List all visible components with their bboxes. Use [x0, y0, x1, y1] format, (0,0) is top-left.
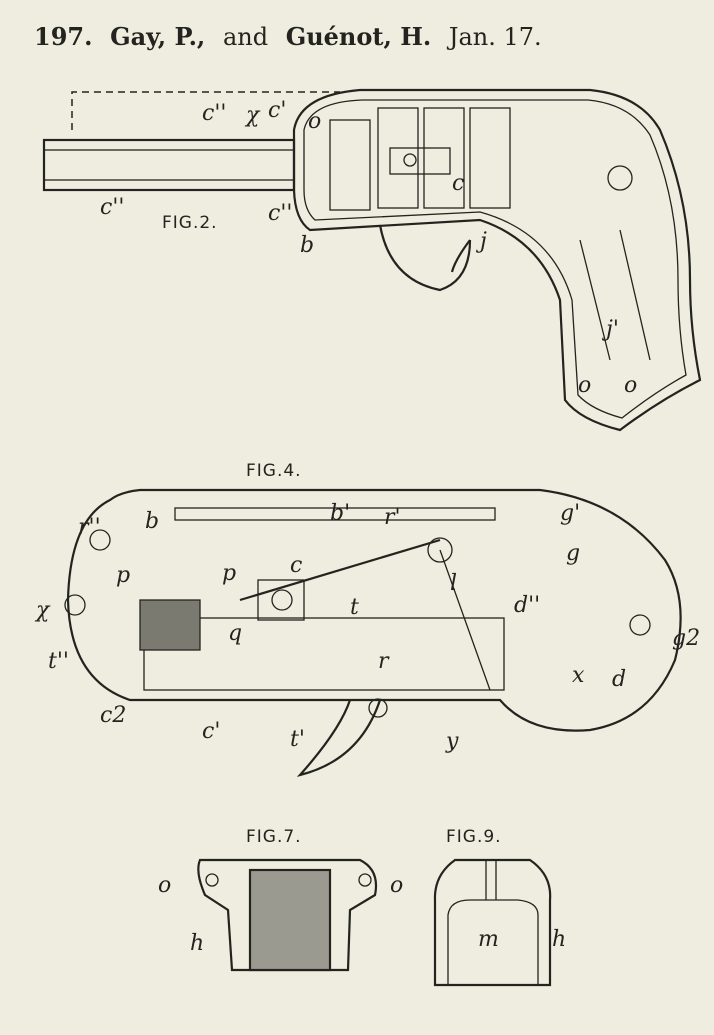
fig4-label: p [222, 561, 236, 586]
fig4-label: t'' [48, 649, 69, 674]
fig2-label: b [300, 233, 314, 258]
fig4-label: t [350, 595, 359, 620]
fig7-label: h [190, 931, 204, 956]
fig4-label: c2 [100, 703, 126, 728]
fig4-label: r' [384, 505, 401, 530]
fig4-label: b' [330, 501, 350, 526]
fig4-label: g2 [672, 626, 700, 651]
fig2-label: c'' [100, 195, 124, 220]
fig7-label: o [158, 873, 171, 898]
patent-header: 197. Gay, P., and Guénot, H. Jan. 17. [34, 22, 552, 51]
inventor-1: Gay, P., [110, 22, 206, 51]
fig4-label: r [378, 649, 390, 674]
fig4-label: c' [202, 719, 220, 744]
figure-9-drawing [433, 858, 552, 987]
fig2-title: FIG.2. [162, 213, 218, 233]
fig2-label: o [624, 373, 637, 398]
fig4-label: d [612, 667, 626, 692]
fig9-label: h [552, 927, 566, 952]
fig4-title: FIG.4. [246, 461, 302, 481]
fig2-label: c'' [202, 101, 226, 126]
fig4-label: g [566, 541, 580, 566]
conjunction: and [222, 23, 269, 51]
fig2-label: j' [601, 317, 619, 342]
figure-4-drawing [64, 488, 682, 777]
fig2-label: j [475, 229, 487, 254]
fig4-label: d'' [514, 593, 540, 618]
fig4-label: x [572, 663, 585, 688]
fig2-label: c [452, 171, 464, 196]
fig4-label: l [450, 571, 457, 596]
fig7-label: o [390, 873, 403, 898]
fig2-label: c'' [268, 201, 292, 226]
fig2-label: c' [268, 98, 286, 123]
fig2-label: χ [244, 103, 261, 128]
fig4-label: t' [290, 727, 305, 752]
fig4-label: q [228, 621, 242, 646]
fig2-label: o [308, 109, 321, 134]
fig7-title: FIG.7. [246, 827, 302, 847]
fig9-title: FIG.9. [446, 827, 502, 847]
fig4-label: g' [560, 501, 580, 526]
fig4-label: p [116, 563, 130, 588]
fig4-label: c [290, 553, 302, 578]
inventor-2: Guénot, H. [285, 22, 432, 51]
fig4-label: b [145, 509, 159, 534]
patent-date: Jan. 17. [448, 23, 542, 51]
fig4-label: y [445, 729, 459, 754]
fig4-label: χ [34, 598, 51, 623]
patent-number: 197. [34, 22, 93, 51]
fig2-label: o [578, 373, 591, 398]
fig9-label: m [478, 927, 499, 952]
fig4-label: r'' [78, 515, 101, 540]
figure-2-drawing [42, 88, 702, 432]
figure-7-drawing [197, 858, 378, 972]
